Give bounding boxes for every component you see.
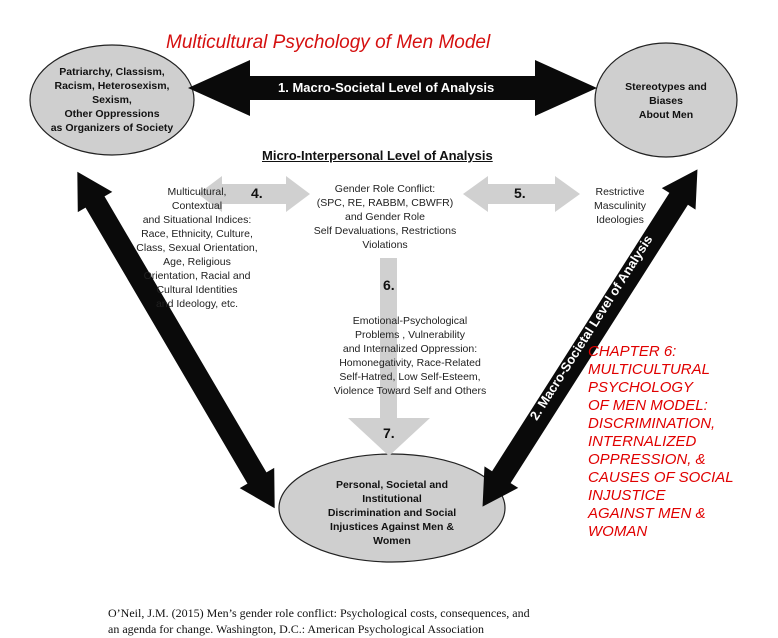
arrow-3 xyxy=(77,171,275,509)
micro-heading: Micro-Interpersonal Level of Analysis xyxy=(262,148,493,163)
label-7: 7. xyxy=(383,425,395,441)
contextual-indices-text: Multicultural, Contextual and Situationa… xyxy=(136,186,258,310)
arrow-1-label: 1. Macro-Societal Level of Analysis xyxy=(278,80,495,95)
node-bottom-text: Personal, Societal and Institutional Dis… xyxy=(327,479,457,547)
label-4: 4. xyxy=(251,185,263,201)
node-top-right xyxy=(594,42,738,158)
label-6: 6. xyxy=(383,277,395,293)
arrow-2 xyxy=(482,169,698,507)
arrow-4 xyxy=(198,176,310,212)
diagram-title: Multicultural Psychology of Men Model xyxy=(166,32,491,53)
arrow-5 xyxy=(463,176,580,212)
gender-role-conflict-text: Gender Role Conflict: (SPC, RE, RABBM, C… xyxy=(313,183,457,251)
citation: O’Neil, J.M. (2015) Men’s gender role co… xyxy=(108,606,530,636)
label-5: 5. xyxy=(514,185,526,201)
node-top-right-text: Stereotypes and Biases About Men xyxy=(625,81,707,121)
chapter-note: CHAPTER 6: MULTICULTURAL PSYCHOLOGY OF M… xyxy=(588,343,734,540)
arrow-1 xyxy=(188,60,597,116)
emotional-problems-text: Emotional-Psychological Problems , Vulne… xyxy=(333,315,487,397)
restrictive-masculinity-text: Restrictive Masculinity Ideologies xyxy=(594,186,646,226)
node-top-left xyxy=(29,44,195,156)
arrow-6-7 xyxy=(348,258,430,456)
node-top-left-text: Patriarchy, Classism, Racism, Heterosexi… xyxy=(50,66,174,134)
node-bottom xyxy=(278,453,506,563)
